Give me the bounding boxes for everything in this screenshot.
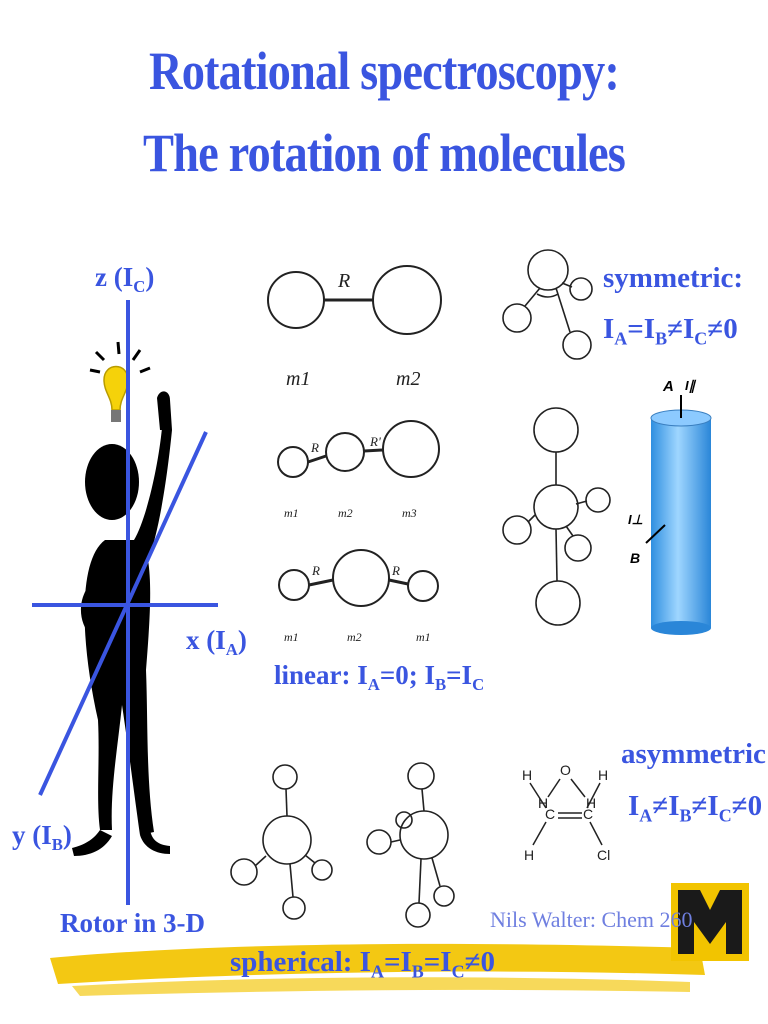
triatomic-atom-2: m2	[338, 506, 353, 520]
symmetric-top-cylinder	[645, 395, 712, 635]
diatomic-atom-2: m2	[396, 368, 421, 390]
symmetric-top-molecule	[502, 407, 611, 626]
ethylene-atom-h3: H	[524, 847, 535, 863]
asymmetric-condition: IA≠IB≠IC≠0	[628, 790, 763, 826]
symlinear-bond-1: R	[312, 563, 320, 578]
diatomic-bond-label: R	[338, 270, 351, 292]
symlinear-atom-3: m1	[416, 630, 431, 644]
triatomic-atom-3: m3	[402, 506, 417, 520]
linear-classification: linear: IA=0; IB=IC	[274, 660, 485, 694]
symlinear-bond-2: R	[392, 563, 400, 578]
water-atom-o: O	[560, 762, 571, 778]
rotor-caption: Rotor in 3-D	[60, 908, 205, 938]
symmetric-condition: IA=IB≠IC≠0	[603, 313, 738, 349]
symmetric-heading: symmetric:	[603, 262, 744, 294]
symlinear-atom-1: m1	[284, 630, 299, 644]
asymmetric-heading: asymmetric:	[621, 738, 768, 770]
maize-brush-stroke	[50, 943, 705, 996]
stick-figure	[72, 391, 172, 856]
z-axis-label: z (IC)	[95, 262, 155, 296]
water-molecule	[547, 778, 586, 798]
ethylene-atom-h2: H	[598, 767, 609, 783]
ethylene-atom-c1: C	[545, 806, 556, 822]
cylinder-axis-b: B	[630, 550, 641, 566]
y-axis	[38, 431, 208, 796]
symmetric-linear-molecule	[278, 549, 439, 607]
triatomic-molecule	[277, 420, 440, 478]
y-axis-label: y (IB)	[12, 820, 72, 854]
cylinder-axis-a: A	[663, 378, 674, 395]
triatomic-atom-1: m1	[284, 506, 299, 520]
diatomic-atom-1: m1	[286, 368, 311, 390]
ethylene-molecule	[529, 782, 603, 846]
ethylene-atom-cl: Cl	[597, 847, 611, 863]
spherical-molecule-2	[366, 762, 455, 928]
author-credit: Nils Walter: Chem 260	[490, 907, 693, 932]
water-atom-h2: H	[586, 795, 597, 811]
title-line-1: Rotational spectroscopy:	[149, 41, 620, 101]
diatomic-molecule	[267, 265, 442, 335]
title-line-2: The rotation of molecules	[143, 123, 626, 183]
ethylene-atom-h1: H	[522, 767, 533, 783]
spherical-molecule-1	[230, 764, 333, 920]
water-atom-h1: H	[538, 795, 549, 811]
symlinear-atom-2: m2	[347, 630, 362, 644]
idea-bulb-icon	[89, 341, 151, 422]
triatomic-bond-2: R'	[370, 434, 381, 449]
cylinder-i-perp: I⊥	[628, 512, 643, 527]
ethylene-atom-c2: C	[583, 806, 594, 822]
x-axis-label: x (IA)	[186, 625, 247, 659]
spherical-classification: spherical: IA=IB=IC≠0	[230, 946, 495, 982]
cylinder-i-parallel: I∥	[685, 378, 696, 393]
michigan-logo-icon	[671, 883, 749, 961]
triatomic-bond-1: R	[311, 440, 319, 455]
bent-molecule	[502, 249, 593, 360]
rotor-axes	[32, 300, 218, 905]
